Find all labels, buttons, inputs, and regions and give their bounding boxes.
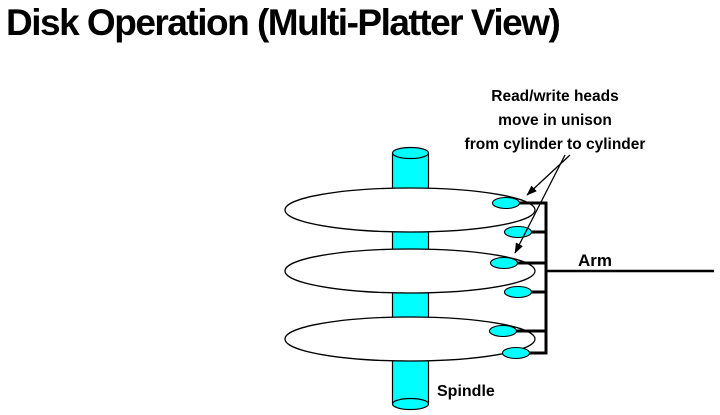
page-title: Disk Operation (Multi-Platter View) <box>6 2 561 43</box>
arrow-to-head-2 <box>514 154 566 254</box>
arm-assembly <box>506 201 714 355</box>
arm-label: Arm <box>578 251 612 270</box>
spindle-label: Spindle <box>437 383 495 400</box>
platter-2 <box>284 248 536 294</box>
read-write-head-3-top <box>488 324 518 338</box>
read-write-head-3-bottom <box>501 346 531 360</box>
read-write-head-2-bottom <box>503 285 533 299</box>
arrow-to-head-1 <box>526 154 571 196</box>
read-write-head-1-top <box>491 196 521 210</box>
annotation-arrows <box>514 154 571 254</box>
heads-annotation-line-2: move in unison <box>498 112 612 129</box>
heads-annotation-line-3: from cylinder to cylinder <box>465 136 646 153</box>
platter-1 <box>284 187 536 233</box>
heads-annotation: Read/write heads move in unison from cyl… <box>465 88 646 153</box>
platters <box>284 187 536 362</box>
platter-3 <box>284 316 536 362</box>
spindle-top-cap <box>391 146 430 160</box>
read-write-head-2-top <box>489 256 519 270</box>
spindle-bottom-cap <box>391 397 430 411</box>
heads-annotation-line-1: Read/write heads <box>491 88 619 105</box>
